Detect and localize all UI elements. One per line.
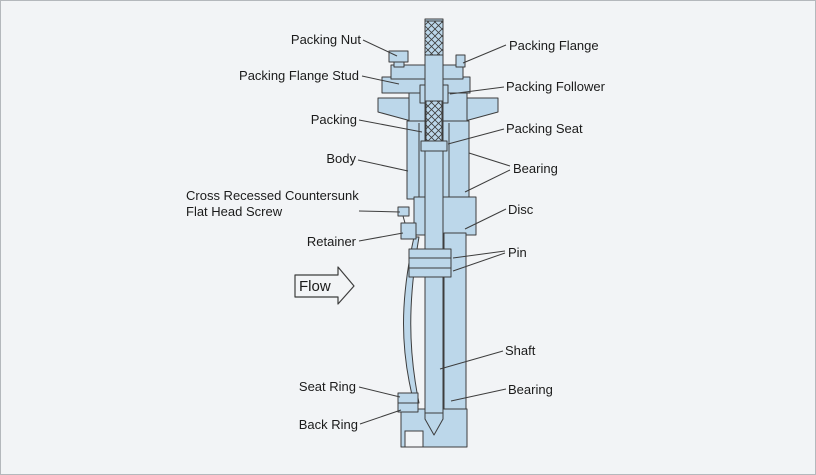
label-bearing-top: Bearing [513, 161, 558, 176]
leader-packing-follower [449, 86, 505, 95]
leader-pin-2 [452, 252, 506, 272]
part-shaft [424, 18, 444, 420]
label-packing-flange-stud: Packing Flange Stud [239, 68, 359, 83]
part-packing-seat [420, 140, 448, 152]
leader-bearing-bottom [450, 388, 507, 402]
part-stem-hatch [424, 20, 444, 56]
label-seat-ring: Seat Ring [299, 379, 356, 394]
part-back-ring [397, 402, 419, 413]
label-packing-nut: Packing Nut [291, 32, 361, 47]
leader-bearing-top-2 [464, 169, 511, 193]
label-disc: Disc [508, 202, 534, 217]
label-screw-line1: Cross Recessed Countersunk [186, 188, 359, 203]
label-body: Body [326, 151, 356, 166]
part-bearing-boss [413, 196, 477, 236]
labels: Packing Nut Packing Flange Stud Packing … [186, 32, 606, 432]
leader-bearing-top-1 [468, 152, 511, 167]
base-notch [404, 430, 424, 448]
leader-retainer [358, 232, 404, 242]
part-pin-block [408, 248, 452, 278]
leader-packing-flange-stud [361, 75, 400, 85]
label-pin: Pin [508, 245, 527, 260]
leader-packing [358, 119, 423, 133]
hatch-and-detail [402, 20, 451, 448]
leader-seat-ring [358, 386, 401, 398]
label-back-ring: Back Ring [299, 417, 358, 432]
label-bearing-bottom: Bearing [508, 382, 553, 397]
part-packing-nut [388, 50, 409, 63]
leader-lines [357, 39, 511, 425]
label-retainer: Retainer [307, 234, 357, 249]
leader-body [357, 159, 409, 172]
label-packing: Packing [311, 112, 357, 127]
leader-screw [358, 210, 401, 213]
leader-packing-nut [362, 39, 398, 57]
leader-back-ring [359, 409, 402, 425]
leader-pin-1 [452, 250, 506, 259]
flow-arrow-outline [294, 266, 355, 305]
leader-packing-flange [462, 44, 507, 64]
label-packing-flange: Packing Flange [509, 38, 599, 53]
part-retainer [400, 222, 417, 240]
flow-arrow: Flow [294, 266, 355, 305]
screw-shank [402, 215, 406, 224]
label-shaft: Shaft [505, 343, 536, 358]
leader-disc [464, 208, 507, 230]
part-packing-hatch [425, 100, 443, 142]
label-packing-follower: Packing Follower [506, 79, 606, 94]
label-screw-line2: Flat Head Screw [186, 204, 283, 219]
part-packing-flange-stud-right [455, 54, 466, 68]
flow-label: Flow [299, 278, 331, 295]
leader-shaft [439, 350, 504, 370]
label-packing-seat: Packing Seat [506, 121, 583, 136]
part-shaft-tip [424, 412, 444, 436]
part-seat-ring [397, 392, 419, 404]
leader-packing-seat [447, 128, 505, 145]
